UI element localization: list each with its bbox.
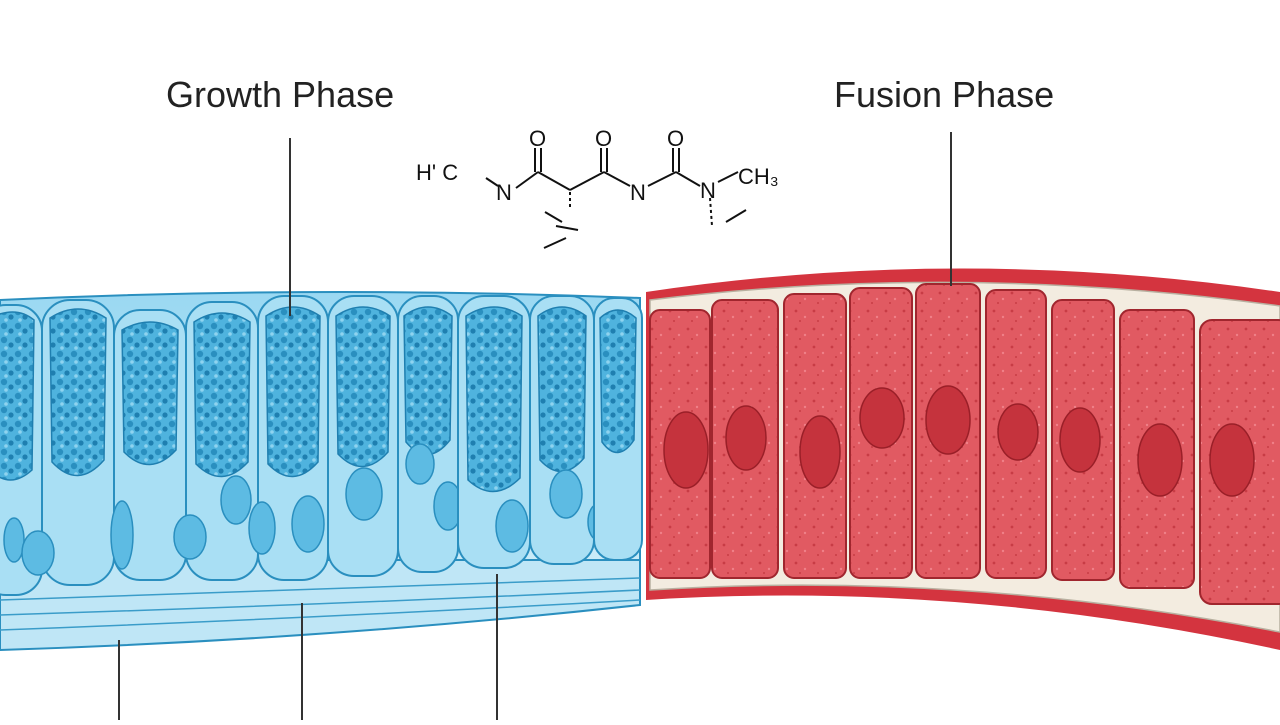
leader-lines: [118, 132, 952, 720]
fusion-cell: [1199, 319, 1280, 605]
growth-cell: [457, 295, 531, 569]
fusion-cell: [1119, 309, 1195, 589]
molecule-left-group: H' C: [416, 160, 458, 185]
growth-cell: [110, 309, 187, 581]
fusion-cell: [649, 309, 711, 579]
growth-cell: [327, 295, 399, 577]
molecule-n1: N: [496, 180, 512, 205]
growth-cell: [593, 297, 643, 561]
molecule-o2: O: [595, 126, 612, 151]
molecule-n2: N: [630, 180, 646, 205]
molecule-n3: N: [700, 178, 716, 203]
fusion-cell: [711, 299, 779, 579]
growth-tissue: [0, 290, 643, 652]
fusion-phase-label: Fusion Phase: [834, 74, 1055, 115]
growth-cell: [248, 295, 329, 581]
fusion-cell: [849, 287, 913, 579]
fusion-cell: [985, 289, 1047, 579]
growth-cell: [173, 301, 259, 581]
fusion-tissue: [646, 268, 1280, 650]
growth-basal-layer: [0, 559, 641, 652]
molecule-o3: O: [667, 126, 684, 151]
growth-cell: [0, 304, 43, 596]
growth-phase-label: Growth Phase: [166, 74, 395, 115]
growth-cell: [397, 295, 463, 573]
chemical-structure: [485, 148, 747, 249]
fusion-cell: [1051, 299, 1115, 581]
fusion-cell: [783, 293, 847, 579]
molecule-o1: O: [529, 126, 546, 151]
molecule-atoms: H' C N N N O O O CH₃: [416, 126, 779, 205]
fusion-cell: [915, 283, 981, 579]
growth-cell: [21, 299, 115, 586]
molecule-right-group: CH₃: [738, 164, 779, 189]
